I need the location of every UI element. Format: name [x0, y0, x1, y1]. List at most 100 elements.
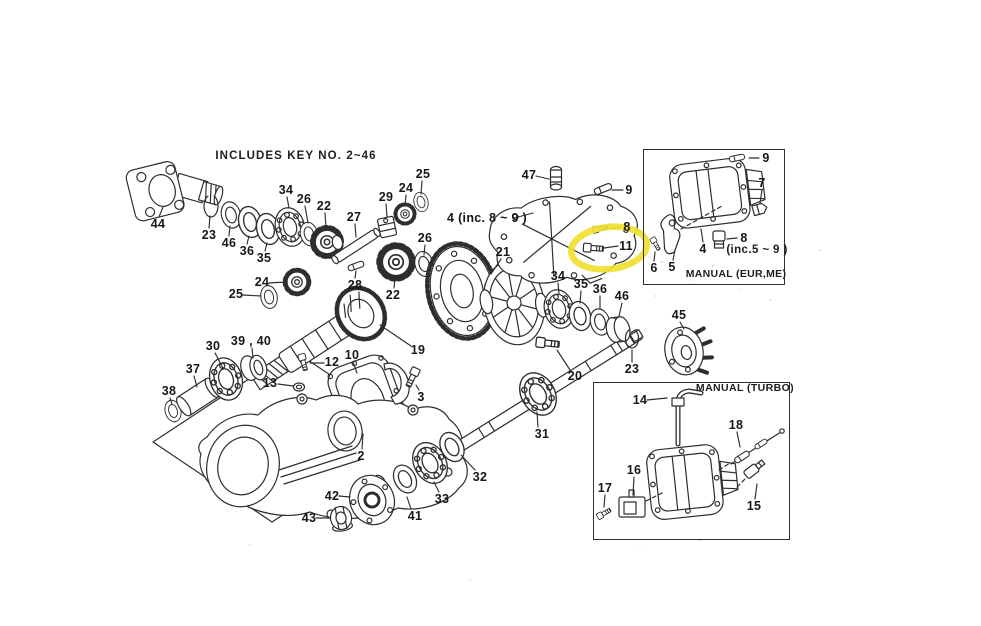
- part-47-filler-plug: [549, 165, 563, 191]
- pinion-front-stack: [162, 353, 268, 425]
- leader-line: [338, 495, 351, 498]
- leader-line: [517, 212, 534, 218]
- leader-line: [277, 383, 294, 387]
- part-label-3: 3: [417, 390, 425, 404]
- leader-line: [379, 324, 412, 347]
- leader-line: [536, 411, 539, 428]
- part-label-37: 37: [185, 362, 201, 376]
- part-label-33: 33: [434, 492, 450, 506]
- part-label-9: 9: [762, 151, 770, 165]
- part-label-26: 26: [296, 192, 312, 206]
- part-42-flange: [348, 474, 396, 526]
- part-label-16: 16: [626, 463, 642, 477]
- leader-line: [214, 352, 224, 369]
- part-21-ring-gear: [425, 241, 499, 341]
- leader-line: [385, 203, 388, 218]
- part-label-22: 22: [385, 288, 401, 302]
- part-label-13: 13: [262, 376, 278, 390]
- part-15-switch: [743, 459, 766, 479]
- leader-lines: [158, 157, 763, 519]
- leader-line: [158, 206, 164, 218]
- leader-line: [352, 361, 358, 374]
- leader-line: [208, 215, 211, 229]
- part-label-4inc89: 4 (inc. 8 ~ 9 ): [447, 211, 527, 225]
- side-bearing-stack: [539, 285, 714, 376]
- leader-line: [700, 228, 704, 243]
- leader-line: [404, 194, 407, 207]
- part-label-46: 46: [221, 236, 237, 250]
- leader-line: [603, 245, 619, 249]
- leader-line: [646, 397, 668, 401]
- eur-part-8-plug: [712, 230, 726, 249]
- leader-line: [679, 321, 685, 330]
- eur-me-panel-art: [649, 153, 768, 255]
- leader-line: [251, 347, 254, 359]
- part-label-12: 12: [324, 355, 340, 369]
- differential-case: [479, 260, 549, 346]
- leader-line: [556, 349, 571, 371]
- part-label-19: 19: [410, 343, 426, 357]
- leader-line: [268, 281, 287, 284]
- leader-line: [736, 431, 741, 448]
- part-label-8: 8: [623, 220, 631, 234]
- part-label-3940: 39 , 40: [230, 334, 272, 348]
- part-label-34: 34: [550, 269, 566, 283]
- part-label-35: 35: [573, 277, 589, 291]
- includes-note: INCLUDES KEY NO. 2~46: [215, 150, 377, 162]
- part-label-10: 10: [344, 348, 360, 362]
- part-19-drive-pinion: [250, 285, 388, 391]
- turbo-panel-title: MANUAL (TURBO): [695, 382, 795, 394]
- leader-line: [406, 496, 412, 510]
- leader-line: [286, 196, 290, 209]
- leader-line: [759, 189, 763, 204]
- leader-line: [304, 205, 309, 224]
- differential-gear-train: [203, 190, 437, 311]
- part-label-6: 6: [650, 261, 658, 275]
- leader-line: [354, 270, 357, 279]
- part-label-24: 24: [398, 181, 414, 195]
- part-label-46: 46: [614, 289, 630, 303]
- highlight-oval: [567, 223, 651, 273]
- leader-line: [264, 242, 268, 252]
- leader-line: [557, 282, 560, 295]
- part-label-43: 43: [301, 511, 317, 525]
- part-label-30: 30: [205, 339, 221, 353]
- part-label-45: 45: [671, 308, 687, 322]
- part-label-14: 14: [632, 393, 648, 407]
- leader-line: [490, 258, 502, 275]
- scan-noise: [249, 249, 821, 581]
- part-label-15: 15: [746, 499, 762, 513]
- part-label-22: 22: [316, 199, 332, 213]
- leader-line: [603, 494, 606, 508]
- leader-line: [423, 244, 426, 256]
- part-label-18: 18: [728, 418, 744, 432]
- turbo-cover: [646, 444, 739, 520]
- leader-line: [420, 180, 423, 195]
- leader-line: [754, 483, 758, 500]
- part-44-companion-flange: [125, 161, 224, 222]
- eur-panel-title: MANUAL (EUR,ME): [685, 268, 787, 280]
- eur-inc-note: (inc.5 ~ 9 ): [726, 244, 788, 256]
- pinion-rear-stack: [329, 427, 470, 532]
- leader-line: [632, 476, 635, 496]
- part-label-23: 23: [201, 228, 217, 242]
- part-13-washer: [292, 382, 306, 392]
- part-label-35: 35: [256, 251, 272, 265]
- part-label-25: 25: [415, 167, 431, 181]
- part-4-rear-cover: [488, 194, 638, 284]
- part-label-42: 42: [324, 489, 340, 503]
- leader-line: [653, 251, 656, 262]
- turbo-panel-art: [595, 388, 785, 521]
- part-label-25: 25: [228, 287, 244, 301]
- part-label-36: 36: [239, 244, 255, 258]
- part-label-38: 38: [161, 384, 177, 398]
- leader-line: [433, 481, 440, 493]
- part-16-bracket: [618, 489, 646, 518]
- part-label-28: 28: [347, 278, 363, 292]
- leader-line: [618, 302, 623, 317]
- part-label-47: 47: [521, 168, 537, 182]
- part-label-24: 24: [254, 275, 270, 289]
